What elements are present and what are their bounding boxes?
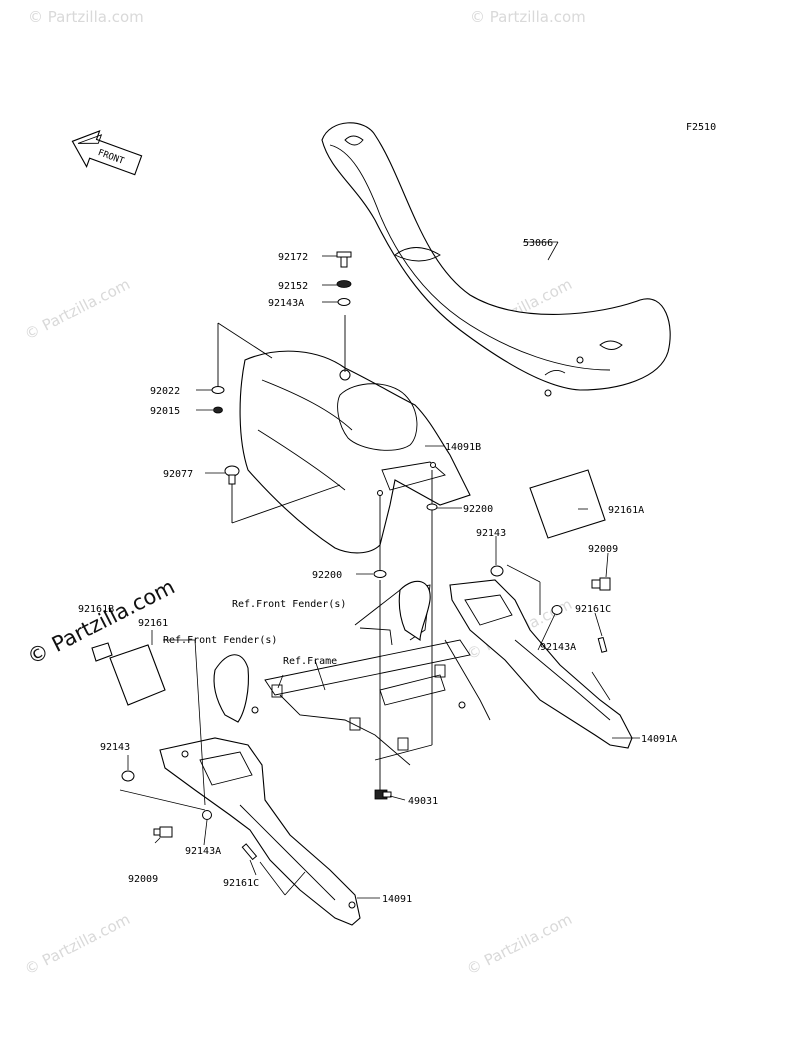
grommet-icon (121, 770, 135, 782)
label-92161B: 92161B (78, 604, 114, 615)
hardware (121, 251, 611, 861)
rear-cover (239, 350, 471, 554)
bolt-icon (591, 577, 611, 591)
label-14091A: 14091A (641, 734, 677, 745)
label-92077: 92077 (163, 469, 193, 480)
label-92143A-top: 92143A (268, 298, 304, 309)
watermark: © Partzilla.com (464, 910, 575, 979)
part-labels: 53066 92172 92152 92143A 92022 92015 140… (78, 238, 677, 905)
washer-icon (337, 298, 351, 306)
pad-92161B (91, 642, 113, 662)
watermark: © Partzilla.com (22, 910, 133, 979)
washer-icon (373, 570, 387, 578)
washer-icon (211, 386, 225, 394)
right-side-panel (449, 579, 633, 749)
label-92161C-right: 92161C (575, 604, 611, 615)
label-92152: 92152 (278, 281, 308, 292)
leader-lines (119, 241, 640, 899)
label-92200-right: 92200 (463, 504, 493, 515)
label-92022: 92022 (150, 386, 180, 397)
label-92143A-left: 92143A (185, 846, 221, 857)
front-fender-refs (213, 580, 431, 723)
washer-icon (336, 280, 352, 288)
ref-front-fender-left: Ref.Front Fender(s) (163, 635, 277, 646)
washer-icon (202, 810, 212, 820)
clip-icon (241, 843, 258, 861)
pads (91, 469, 606, 706)
label-92161: 92161 (138, 618, 168, 629)
grommet-icon (490, 565, 504, 577)
bolt-icon (153, 826, 173, 838)
pad-92161A (529, 469, 606, 539)
left-side-panel (159, 737, 361, 926)
washer-icon (551, 605, 563, 615)
label-92143-left: 92143 (100, 742, 130, 753)
label-92143A-right: 92143A (540, 642, 576, 653)
clip-icon (597, 636, 608, 653)
reference-lines (217, 315, 433, 790)
clamp-icon (374, 789, 392, 800)
label-92009-right: 92009 (588, 544, 618, 555)
washer-icon (426, 503, 438, 511)
pin-icon (224, 465, 240, 485)
pad-92161 (109, 644, 166, 706)
frame (251, 584, 491, 766)
label-92015: 92015 (150, 406, 180, 417)
label-14091B: 14091B (445, 442, 481, 453)
watermark: © Partzilla.com (28, 8, 144, 26)
bolt-icon (336, 251, 352, 268)
label-92172: 92172 (278, 252, 308, 263)
label-92161A: 92161A (608, 505, 644, 516)
front-arrow-icon: FRONT (71, 130, 143, 176)
label-92009-left: 92009 (128, 874, 158, 885)
watermark: © Partzilla.com (470, 8, 586, 26)
watermark: © Partzilla.com (22, 275, 133, 344)
figure-code: F2510 (686, 122, 716, 133)
label-14091: 14091 (382, 894, 412, 905)
nut-icon (213, 406, 223, 414)
label-92143-right: 92143 (476, 528, 506, 539)
ref-frame: Ref.Frame (283, 656, 337, 667)
ref-front-fender-right: Ref.Front Fender(s) (232, 599, 346, 610)
seat (321, 122, 671, 397)
label-92200-left: 92200 (312, 570, 342, 581)
label-49031: 49031 (408, 796, 438, 807)
label-92161C-left: 92161C (223, 878, 259, 889)
label-53066: 53066 (523, 238, 553, 249)
